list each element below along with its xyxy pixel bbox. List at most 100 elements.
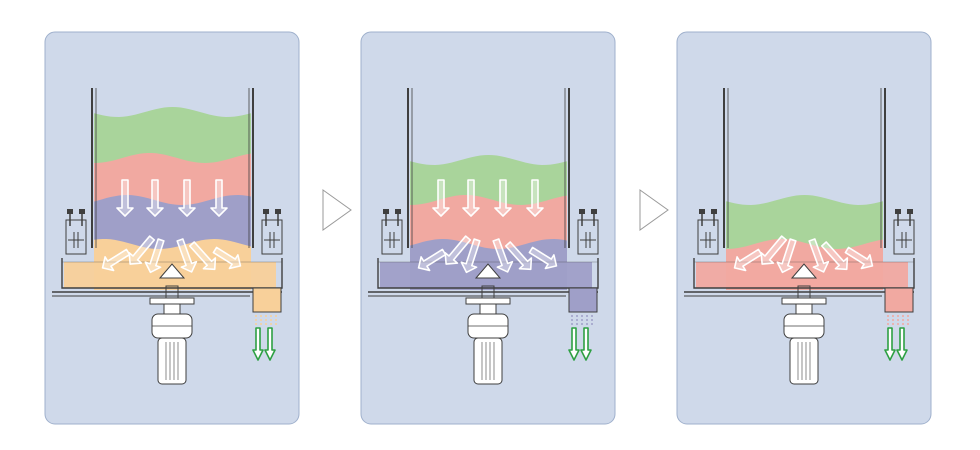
discharge-particle xyxy=(571,315,573,317)
discharge-particle xyxy=(902,323,904,325)
discharge-particle xyxy=(270,315,272,317)
down-flow-arrow-icon xyxy=(494,179,512,217)
center-cone xyxy=(158,263,186,279)
discharge-particle xyxy=(887,323,889,325)
discharge-particle xyxy=(270,319,272,321)
diverging-flow-arrow-icon xyxy=(504,241,533,271)
discharge-chute xyxy=(568,287,598,313)
diverging-flow-arrow-icon xyxy=(528,246,558,270)
discharge-particle xyxy=(581,319,583,321)
discharge-particle xyxy=(892,323,894,325)
discharge-particle xyxy=(255,319,257,321)
left-clamp-bracket xyxy=(381,209,403,255)
discharge-arrow xyxy=(264,327,276,361)
discharge-particle xyxy=(275,323,277,325)
discharge-particle xyxy=(902,315,904,317)
diverging-flow-arrow-icon xyxy=(188,241,217,271)
diverging-flow-arrow-icon xyxy=(733,248,763,272)
diverging-flow-arrow-icon xyxy=(820,241,849,271)
diverging-flow-arrow-icon xyxy=(101,248,131,272)
discharge-particle xyxy=(892,315,894,317)
discharge-particle xyxy=(907,319,909,321)
diverging-flow-arrow-icon xyxy=(460,238,481,274)
center-cone xyxy=(790,263,818,279)
down-flow-arrow-icon xyxy=(146,179,164,217)
discharge-particle xyxy=(255,315,257,317)
down-flow-arrow-icon xyxy=(432,179,450,217)
discharge-arrow xyxy=(568,327,580,361)
discharge-particle xyxy=(581,315,583,317)
down-flow-arrow-icon xyxy=(210,179,228,217)
diverging-flow-arrow-icon xyxy=(417,248,447,272)
down-flow-arrow-icon xyxy=(526,179,544,217)
discharge-particle xyxy=(591,319,593,321)
left-clamp-bracket xyxy=(697,209,719,255)
diverging-flow-arrow-icon xyxy=(176,238,198,273)
flow-arrows xyxy=(101,179,242,274)
green-material-layer xyxy=(94,107,251,165)
diverging-flow-arrow-icon xyxy=(776,238,797,274)
right-clamp-bracket xyxy=(893,209,915,255)
trough-outline xyxy=(377,258,599,289)
trough-outline xyxy=(693,258,915,289)
down-flow-arrow-icon xyxy=(462,179,480,217)
discharge-particle xyxy=(571,323,573,325)
discharge-particle xyxy=(887,319,889,321)
right-clamp-bracket xyxy=(261,209,283,255)
diverging-flow-arrow-icon xyxy=(492,238,514,273)
right-clamp-bracket xyxy=(577,209,599,255)
discharge-particle xyxy=(581,323,583,325)
discharge-particle xyxy=(892,319,894,321)
discharge-particle xyxy=(586,315,588,317)
diverging-flow-arrow-icon xyxy=(212,246,242,270)
discharge-particle xyxy=(902,319,904,321)
discharge-particle xyxy=(907,323,909,325)
discharge-particle xyxy=(265,323,267,325)
layers-inner xyxy=(94,107,251,290)
drive-motor xyxy=(465,297,511,385)
stage-3-panel xyxy=(676,31,932,425)
discharge-arrow xyxy=(252,327,264,361)
discharge-arrow xyxy=(580,327,592,361)
discharge-particle xyxy=(260,315,262,317)
stage-2-panel xyxy=(360,31,616,425)
drive-motor xyxy=(149,297,195,385)
discharge-chute xyxy=(884,287,914,313)
material-layers xyxy=(94,107,251,290)
discharge-particle xyxy=(887,315,889,317)
discharge-particle xyxy=(591,315,593,317)
discharge-particle xyxy=(265,315,267,317)
diverging-flow-arrow-icon xyxy=(760,235,788,265)
diverging-flow-arrow-icon xyxy=(844,246,874,270)
discharge-particle xyxy=(591,323,593,325)
discharge-arrow xyxy=(896,327,908,361)
drive-motor xyxy=(781,297,827,385)
discharge-particle xyxy=(897,319,899,321)
flow-arrows xyxy=(417,179,558,274)
center-cone xyxy=(474,263,502,279)
discharge-particle xyxy=(265,319,267,321)
discharge-particle xyxy=(270,323,272,325)
discharge-particle xyxy=(586,319,588,321)
down-flow-arrow-icon xyxy=(116,179,134,217)
discharge-particle xyxy=(576,323,578,325)
stage-1-panel xyxy=(44,31,300,425)
discharge-particle xyxy=(907,315,909,317)
discharge-particle xyxy=(275,315,277,317)
discharge-particle xyxy=(571,319,573,321)
red-material-layer xyxy=(94,153,251,207)
flow-arrows xyxy=(733,235,874,274)
discharge-particle xyxy=(255,323,257,325)
green-material-layer xyxy=(726,195,883,251)
discharge-particle xyxy=(260,323,262,325)
discharge-arrow xyxy=(884,327,896,361)
discharge-particle xyxy=(576,315,578,317)
left-clamp-bracket xyxy=(65,209,87,255)
discharge-particle xyxy=(275,319,277,321)
diverging-flow-arrow-icon xyxy=(128,235,156,265)
down-flow-arrow-icon xyxy=(178,179,196,217)
discharge-particle xyxy=(897,323,899,325)
diverging-flow-arrow-icon xyxy=(444,235,472,265)
step-chevron-right-icon xyxy=(639,189,669,231)
